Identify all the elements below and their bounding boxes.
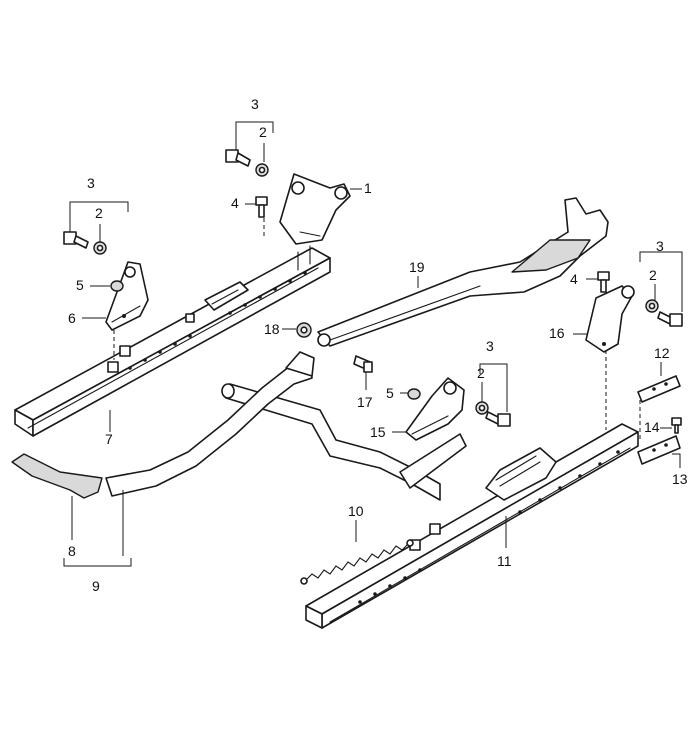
callout-1: 1 (364, 180, 372, 196)
plate-13 (637, 435, 681, 465)
callout-18: 18 (264, 321, 280, 337)
callout-3-top: 3 (251, 96, 259, 112)
alignment-lines (113, 218, 641, 440)
left-rail-holes (128, 271, 307, 370)
callout-4-top: 4 (231, 195, 239, 211)
plate-12 (637, 375, 681, 403)
callout-14: 14 (644, 419, 660, 435)
callout-11: 11 (497, 553, 512, 569)
bracket-15 (405, 377, 465, 441)
nut-5-left (110, 280, 124, 292)
lever-19 (317, 197, 609, 347)
right-rail-holes (358, 450, 620, 604)
callout-13: 13 (672, 471, 688, 487)
nut-18 (296, 322, 312, 338)
bracket-1 (279, 173, 351, 245)
bracket-16 (585, 285, 635, 353)
callout-17: 17 (357, 394, 373, 410)
release-bar (105, 351, 315, 497)
callout-19: 19 (409, 259, 425, 275)
bolt-4-top (255, 196, 268, 218)
callout-3-center: 3 (486, 338, 494, 354)
callout-9: 9 (92, 578, 100, 594)
bracket-6 (105, 261, 149, 331)
screw-14 (671, 417, 682, 434)
callout-8: 8 (68, 543, 76, 559)
callout-12: 12 (654, 345, 670, 361)
callout-15: 15 (370, 424, 386, 440)
bolt-3-left (63, 231, 89, 249)
callout-3-right: 3 (656, 238, 664, 254)
cross-bar (221, 383, 467, 501)
leader-lines (63, 121, 683, 567)
nut-5-center (407, 388, 421, 400)
callout-2-right: 2 (649, 267, 657, 283)
callout-16: 16 (549, 325, 565, 341)
washer-2-top (255, 163, 269, 177)
callout-2-top: 2 (259, 124, 267, 140)
callout-4-right: 4 (570, 271, 578, 287)
left-seat-rail (14, 245, 331, 437)
washer-2-center (475, 401, 489, 415)
callout-3-left: 3 (87, 175, 95, 191)
callout-5-center: 5 (386, 385, 394, 401)
bolt-4-right (597, 271, 610, 293)
spring-10 (300, 539, 414, 585)
callout-labels: 3 2 4 1 3 2 5 6 7 8 9 10 11 12 13 14 15 … (68, 96, 688, 594)
bolt-3-top (225, 149, 251, 167)
washer-2-left (93, 241, 107, 255)
callout-7: 7 (105, 431, 113, 447)
callout-2-left: 2 (95, 205, 103, 221)
pin-17 (353, 355, 373, 373)
callout-2-center: 2 (477, 365, 485, 381)
callout-10: 10 (348, 503, 364, 519)
handle-cover-8 (11, 453, 103, 499)
bolt-3-right (657, 311, 683, 327)
callout-6: 6 (68, 310, 76, 326)
callout-5-left: 5 (76, 277, 84, 293)
bolt-3-center (485, 411, 511, 427)
washer-2-right (645, 299, 659, 313)
right-seat-rail (305, 423, 639, 629)
